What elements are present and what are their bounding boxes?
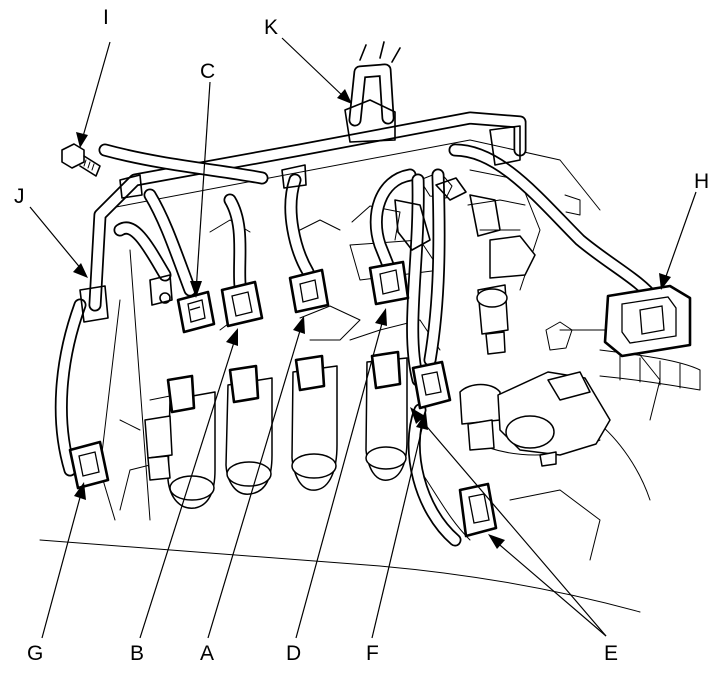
callout-labels: I K C J H G B A D F E <box>14 6 709 665</box>
connector-e <box>458 482 498 538</box>
callout-c: C <box>200 60 215 83</box>
coil-connectors-lower <box>166 350 402 414</box>
connector-h <box>603 284 692 358</box>
leaders <box>29 37 697 639</box>
callout-h: H <box>694 170 709 193</box>
callout-a: A <box>200 642 214 665</box>
callout-i: I <box>103 6 109 29</box>
callout-f: F <box>366 642 379 665</box>
connector-b <box>220 280 264 328</box>
callout-b: B <box>130 642 144 665</box>
sensor-bodies <box>144 235 611 481</box>
coil-bodies <box>167 357 408 509</box>
connector-a <box>288 268 330 314</box>
harness-clips <box>79 41 521 323</box>
callout-e: E <box>604 642 618 665</box>
callout-d: D <box>286 642 301 665</box>
bolt-icon <box>61 143 101 177</box>
wire-harness <box>54 63 662 547</box>
callout-j: J <box>14 185 25 208</box>
callout-g: G <box>27 642 43 665</box>
connector-d <box>368 260 410 306</box>
connector-g <box>68 440 110 490</box>
connector-c <box>176 290 216 334</box>
connector-f <box>411 360 452 410</box>
callout-k: K <box>264 16 278 39</box>
